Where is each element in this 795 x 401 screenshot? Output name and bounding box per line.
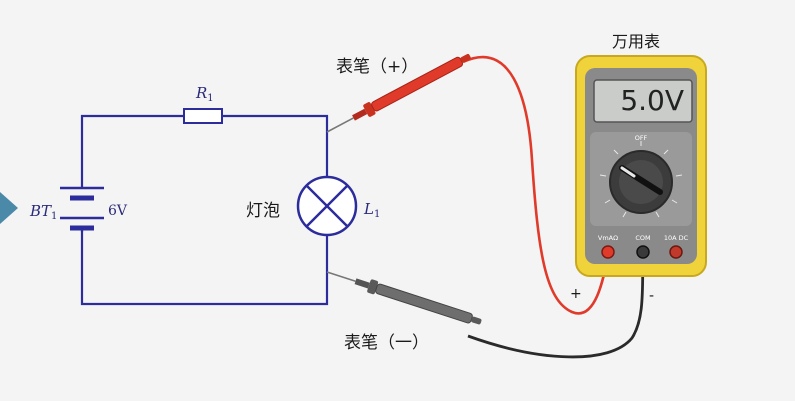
port-10a-jack[interactable]: [669, 245, 683, 259]
port-com-jack[interactable]: [636, 245, 650, 259]
negative-probe[interactable]: [325, 265, 483, 328]
lamp-l1: [296, 140, 358, 272]
meter-reading: 5.0V: [620, 84, 684, 117]
port-vma-label: VmAΩ: [598, 234, 618, 242]
resistor-label: R1: [196, 84, 214, 104]
negative-probe-wire: [467, 254, 645, 359]
minus-sign: -: [649, 288, 655, 304]
port-com-label: COM: [635, 234, 650, 242]
battery-bt1: [60, 186, 104, 232]
port-10a-label: 10A DC: [664, 234, 689, 242]
multimeter-title: 万用表: [612, 32, 661, 51]
lamp-name: 灯泡: [246, 201, 280, 221]
plus-sign: +: [570, 286, 582, 302]
positive-probe[interactable]: [324, 50, 474, 138]
resistor-r1: [183, 108, 223, 124]
battery-label: BT1: [30, 202, 58, 222]
multimeter: OFF VmAΩ COM 10A DC: [575, 55, 707, 277]
lamp-label: L1: [364, 200, 381, 220]
previous-arrow-icon[interactable]: [0, 192, 18, 224]
positive-probe-label: 表笔（+）: [336, 57, 419, 77]
battery-voltage: 6V: [108, 203, 128, 219]
dial-off-label: OFF: [635, 134, 648, 142]
positive-probe-wire: [462, 55, 610, 315]
port-vma-jack[interactable]: [601, 245, 615, 259]
negative-probe-label: 表笔（一）: [344, 333, 429, 353]
meter-display: [593, 79, 693, 123]
